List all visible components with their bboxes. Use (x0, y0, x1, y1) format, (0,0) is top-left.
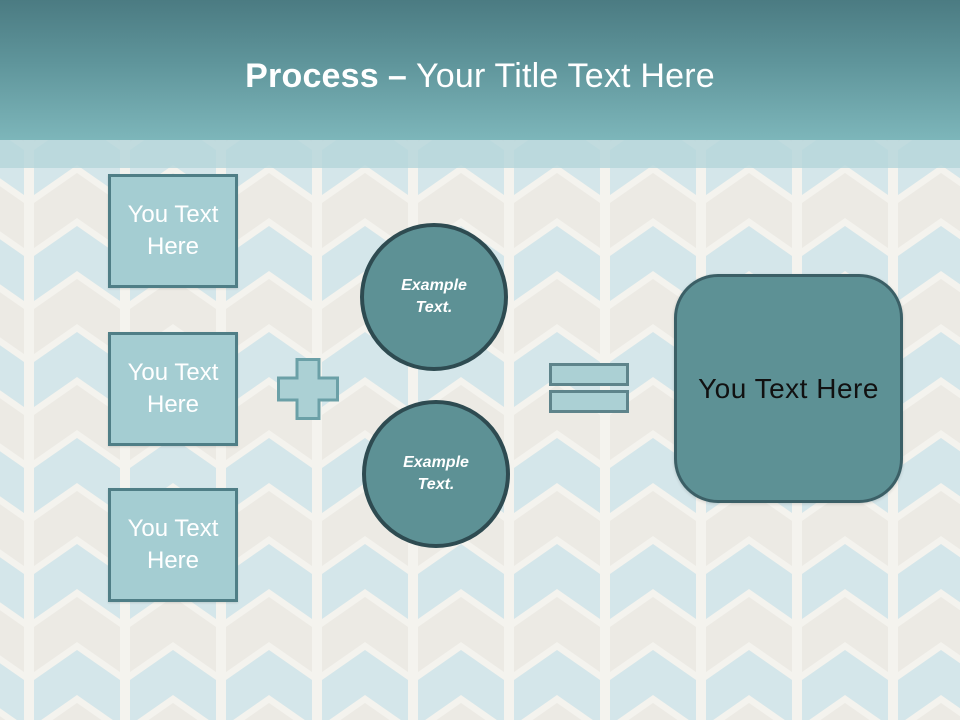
input-box-1[interactable]: You Text Here (108, 174, 238, 288)
header-accent-band (0, 140, 960, 168)
slide-title[interactable]: Process–Your Title Text Here (0, 52, 960, 100)
equals-bar-bottom (549, 390, 629, 413)
plus-icon[interactable] (277, 358, 339, 420)
result-box-label: You Text Here (698, 372, 879, 404)
result-box[interactable]: You Text Here (674, 274, 903, 503)
slide-title-rest: Your Title Text Here (416, 57, 715, 95)
equals-bar-top (549, 363, 629, 386)
equals-icon[interactable] (549, 363, 629, 413)
input-box-2-label: You Text Here (127, 359, 219, 418)
input-box-3-label: You Text Here (127, 515, 219, 574)
process-circle-2-label: Example Text. (403, 454, 469, 493)
slide-title-separator: – (387, 57, 407, 95)
slide-title-emphasis: Process (245, 57, 379, 95)
process-circle-1[interactable]: Example Text. (360, 223, 508, 371)
process-circle-2[interactable]: Example Text. (362, 400, 510, 548)
input-box-2[interactable]: You Text Here (108, 332, 238, 446)
process-circle-1-label: Example Text. (401, 277, 467, 316)
input-box-1-label: You Text Here (127, 201, 219, 260)
input-box-3[interactable]: You Text Here (108, 488, 238, 602)
title-bar (0, 0, 960, 140)
